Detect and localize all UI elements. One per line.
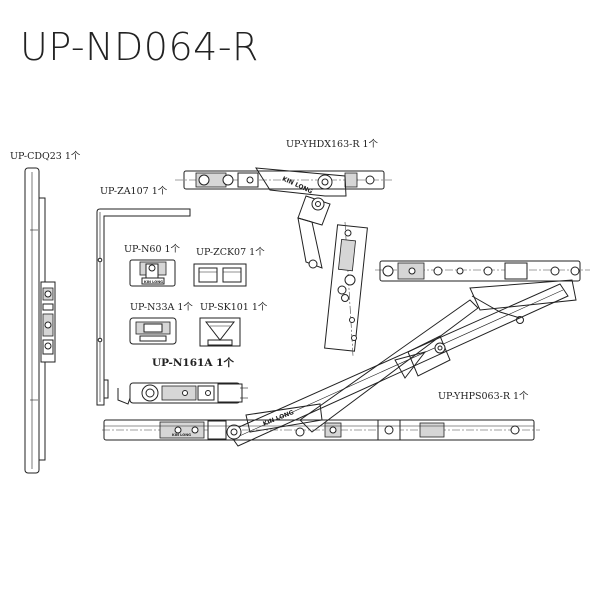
label-cdq23: UP-CDQ23 1个 [10, 151, 81, 162]
label-sk101: UP-SK101 1个 [200, 302, 268, 313]
label-yhdx163: UP-YHDX163-R 1个 [286, 139, 379, 150]
part-zck07-keeper [193, 263, 247, 287]
part-n161a-lockbar [117, 382, 248, 405]
part-sk101-keeper [199, 317, 241, 347]
label-yhps063: UP-YHPS063-R 1个 [438, 391, 529, 402]
part-za107-bracket [96, 208, 191, 406]
label-zck07: UP-ZCK07 1个 [196, 247, 265, 258]
part-n33a-keeper [129, 317, 177, 345]
part-yhdx163-hinge: KIN LONG [175, 167, 392, 357]
label-n60: UP-N60 1个 [124, 244, 181, 255]
part-n60-keeper: KIN LONG [129, 259, 176, 287]
brand-mark-n60: KIN LONG [144, 280, 163, 284]
part-cdq23-strip [24, 167, 56, 474]
label-n33a: UP-N33A 1个 [130, 302, 193, 313]
brand-mark-lower-bar: KIN LONG [172, 433, 191, 437]
page-title: UP-ND064-R [20, 25, 259, 69]
part-yhps063-stay: KIN LONG KIN LONG [102, 260, 590, 447]
label-n161a: UP-N161A 1个 [152, 357, 234, 369]
label-za107: UP-ZA107 1个 [100, 186, 168, 197]
